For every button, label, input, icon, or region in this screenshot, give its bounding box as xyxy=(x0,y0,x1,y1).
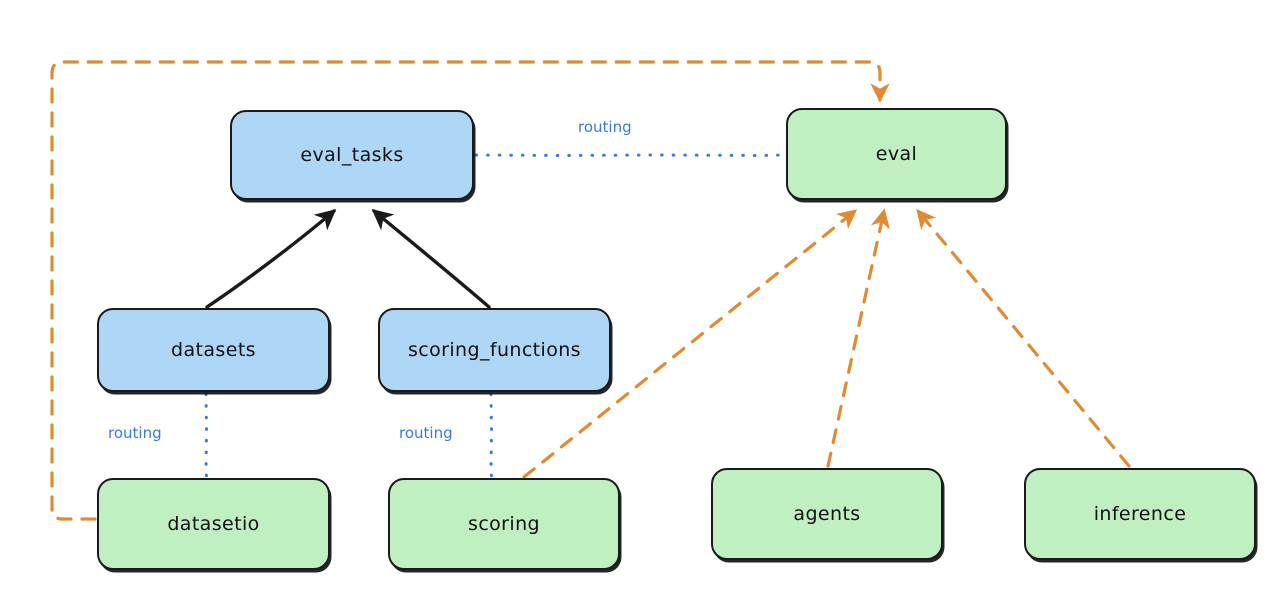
node-label: datasetio xyxy=(167,513,260,535)
node-datasets[interactable]: datasets xyxy=(97,308,330,392)
node-agents[interactable]: agents xyxy=(711,468,943,560)
edge-dashed-scoring-eval xyxy=(522,209,858,479)
node-scoring-functions[interactable]: scoring_functions xyxy=(378,308,611,392)
edge-routing-datasets-datasetio xyxy=(204,392,209,479)
node-scoring[interactable]: scoring xyxy=(388,478,620,570)
edge-solid-datasets-eval_tasks xyxy=(205,209,337,309)
node-label: datasets xyxy=(171,339,256,361)
node-label: inference xyxy=(1093,503,1187,525)
edge-label-routing-eval-tasks-eval: routing xyxy=(578,118,632,136)
edge-dashed-agents-eval xyxy=(826,208,890,468)
edge-routing-scoring_functions-scoring xyxy=(489,392,494,479)
edge-routing-eval_tasks-eval xyxy=(474,153,786,158)
edge-label-routing-datasets-datasetio: routing xyxy=(108,424,162,442)
node-label: scoring xyxy=(468,513,540,535)
node-datasetio[interactable]: datasetio xyxy=(97,478,330,570)
node-eval-tasks[interactable]: eval_tasks xyxy=(230,110,474,200)
node-label: eval_tasks xyxy=(300,144,404,166)
node-inference[interactable]: inference xyxy=(1024,468,1256,560)
edge-solid-scoring_functions-eval_tasks xyxy=(371,209,491,309)
node-label: eval xyxy=(875,143,918,165)
edge-dashed-datasetio-eval xyxy=(50,60,890,521)
node-label: scoring_functions xyxy=(408,339,581,361)
edge-label-routing-scoring-functions-scoring: routing xyxy=(399,424,453,442)
edge-dashed-inference-eval xyxy=(916,208,1131,468)
node-eval[interactable]: eval xyxy=(786,108,1007,200)
node-label: agents xyxy=(793,503,861,525)
